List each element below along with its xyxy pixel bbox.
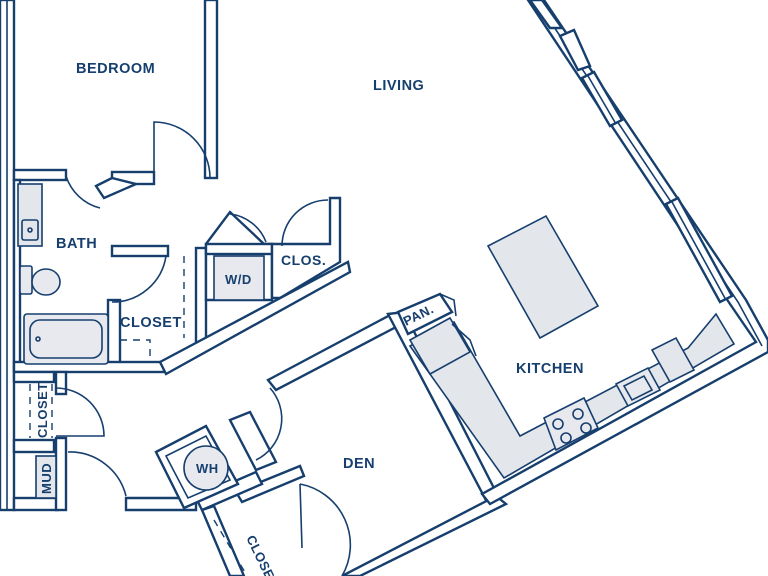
kitchen-island-icon — [486, 214, 600, 340]
entry-bottom-wall — [124, 496, 198, 512]
den-walls — [194, 310, 509, 576]
kitchen-counter — [408, 312, 736, 480]
clos-walls — [270, 196, 342, 300]
door-swing-icon — [67, 451, 127, 497]
bedroom-walls — [12, 0, 219, 200]
room-label-mud: MUD — [39, 463, 54, 494]
mud-bench — [35, 455, 57, 499]
door-swing-icon — [281, 199, 329, 247]
window-icon — [528, 0, 734, 304]
room-label-living: LIVING — [373, 78, 424, 94]
room-label-den: DEN — [343, 456, 375, 472]
kitchen-sink-icon — [614, 366, 662, 408]
door-swing-icon — [255, 387, 283, 461]
door-swing-icon — [229, 213, 267, 243]
room-label-kitchen: KITCHEN — [516, 361, 584, 377]
door-swing-icon — [111, 255, 167, 303]
room-label-closet-vertical: CLOSET — [35, 382, 50, 438]
room-label-closet-lower: CLOSET — [243, 533, 281, 576]
toilet-icon — [19, 265, 61, 296]
door-swing-icon — [65, 175, 101, 209]
bathtub-icon — [23, 313, 109, 365]
room-label-clos: CLOS. — [281, 252, 326, 268]
sink-icon — [21, 219, 39, 241]
refrigerator-icon — [408, 316, 696, 384]
cooktop-icon — [542, 396, 600, 452]
room-label-wh: WH — [196, 461, 219, 476]
closet-lower-dash — [213, 519, 247, 575]
washer-dryer-icon — [213, 255, 265, 301]
door-swing-icon — [299, 483, 352, 576]
diagonal-wall — [158, 260, 352, 376]
vanity-counter — [17, 183, 43, 247]
door-swing-icon — [451, 323, 477, 357]
door-swing-icon — [153, 121, 211, 179]
room-label-bath: BATH — [56, 236, 97, 252]
room-label-closet: CLOSET — [120, 315, 182, 331]
door-swing-icon — [55, 387, 105, 437]
water-heater-icon — [183, 445, 229, 491]
room-label-wd: W/D — [225, 272, 252, 287]
room-label-bedroom: BEDROOM — [76, 61, 155, 77]
pantry-walls — [396, 292, 457, 336]
exterior-left-wall — [0, 0, 16, 512]
